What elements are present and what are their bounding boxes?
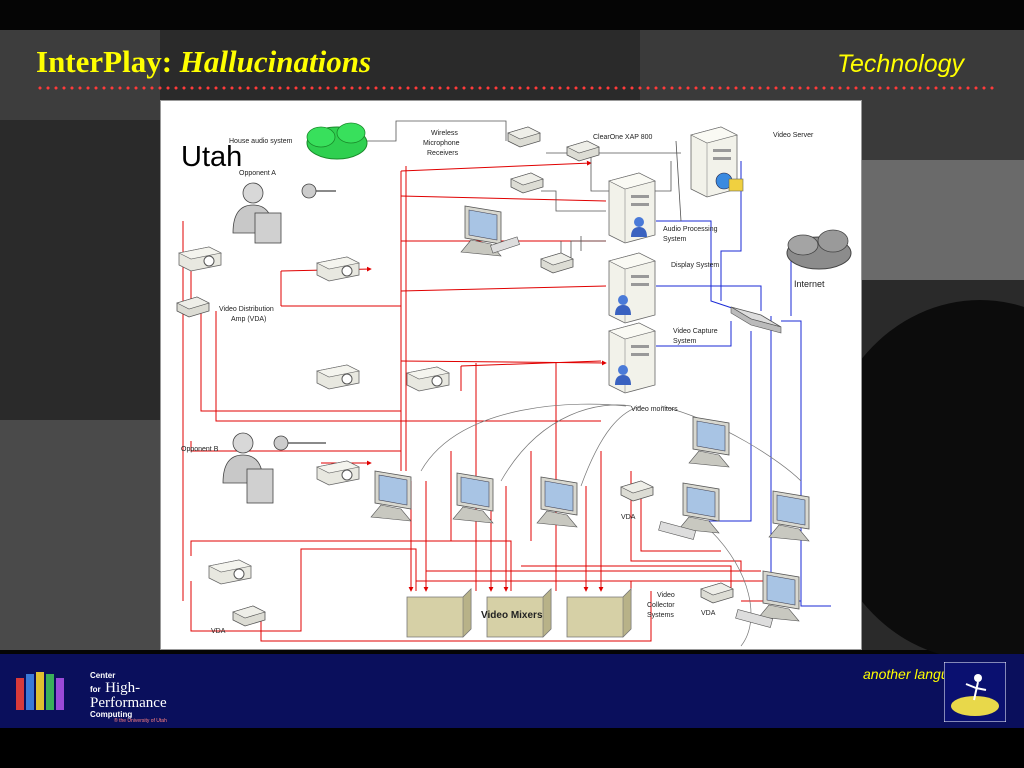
logo-bars-icon [16,672,64,710]
video-mixer-icon [566,588,632,638]
clearone-mixer-icon [566,140,600,162]
video-monitor-icon [688,416,730,468]
projector-icon [316,364,360,390]
label-internet: Internet [794,279,825,289]
title-main: InterPlay: [36,44,180,79]
label-video-capture-2: System [673,338,697,345]
video-mixer-icon [406,588,472,638]
projector-icon [406,366,450,392]
vda-right-icon [700,582,734,604]
opponent-b-microphone-icon [273,435,326,451]
footer-bar: Center for High- Performance Computing ®… [0,654,1024,728]
vda-bottom-icon [232,605,266,627]
logo-line1: Center [90,671,116,680]
label-video-capture-1: Video Capture [673,328,718,335]
projector-icon [208,559,252,585]
label-audio-proc-1: Audio Processing [663,226,718,233]
title-subtitle: Hallucinations [179,44,372,79]
house-audio-cloud-icon [306,122,368,160]
projector-icon [178,246,222,272]
vda-amp-icon [176,296,210,318]
keyboard-icon [658,521,697,540]
projector-icon [316,256,360,282]
video-monitor-icon [452,472,494,524]
label-collector-1: Video [657,592,675,599]
collector-computer-icon [758,570,800,622]
logo-line2: for [90,685,101,694]
collector-computer-icon [678,482,720,534]
globe-icon [715,172,744,192]
opponent-a-microphone-icon [301,183,336,199]
internet-cloud-icon [786,229,852,270]
logo-text: Center for High- Performance Computing ®… [90,672,167,724]
audio-box-icon [540,252,574,274]
label-wireless-1: Wireless [431,130,458,137]
network-diagram: House audio system Wireless Microphone R… [176,120,852,647]
video-monitor-icon [536,476,578,528]
projector-icon [316,460,360,486]
wireless-receiver-icon [510,172,544,194]
label-house-audio: House audio system [229,138,293,145]
video-monitor-icon [370,470,412,522]
label-video-monitors: Video monitors [631,406,678,413]
label-audio-proc-2: System [663,236,687,243]
label-wireless-2: Microphone [423,140,460,147]
label-clearone: ClearOne XAP 800 [593,134,653,141]
logo-line3: High- [105,680,141,696]
label-video-server: Video Server [773,132,814,139]
logo-line5: Computing [90,710,133,719]
label-wireless-3: Receivers [427,150,459,157]
label-vda-mid: VDA [621,514,636,521]
label-opponent-a: Opponent A [239,170,276,177]
dotted-divider [36,86,998,90]
keyboard-icon [735,609,774,628]
logo-line4: Performance [90,695,167,711]
label-vda-amp-1: Video Distribution [219,306,274,313]
opponent-b-camera-icon [246,468,274,504]
label-video-mixers: Video Mixers [481,610,543,621]
label-vda-bottom: VDA [211,628,226,635]
wireless-receiver-icon [507,126,541,148]
site-label: Utah [181,141,243,173]
label-vda-right: VDA [701,610,716,617]
diagram-panel: House audio system Wireless Microphone R… [160,100,862,650]
logo-line6: ® the University of Utah [114,718,167,724]
network-switch-icon [730,306,782,334]
another-language-logo-icon [944,662,1006,722]
keyboard-icon [490,236,520,254]
slide-title: InterPlay: Hallucinations [36,44,371,80]
chpc-logo: Center for High- Performance Computing ®… [14,668,194,724]
label-opponent-b: Opponent B [181,446,219,453]
label-collector-3: Systems [647,612,674,619]
label-display-system: Display System [671,262,719,269]
label-collector-2: Collector [647,602,675,609]
section-label: Technology [837,50,964,78]
vda-mid-icon [620,480,654,502]
opponent-a-camera-icon [254,212,282,244]
label-vda-amp-2: Amp (VDA) [231,316,266,323]
video-monitor-icon [768,490,810,542]
